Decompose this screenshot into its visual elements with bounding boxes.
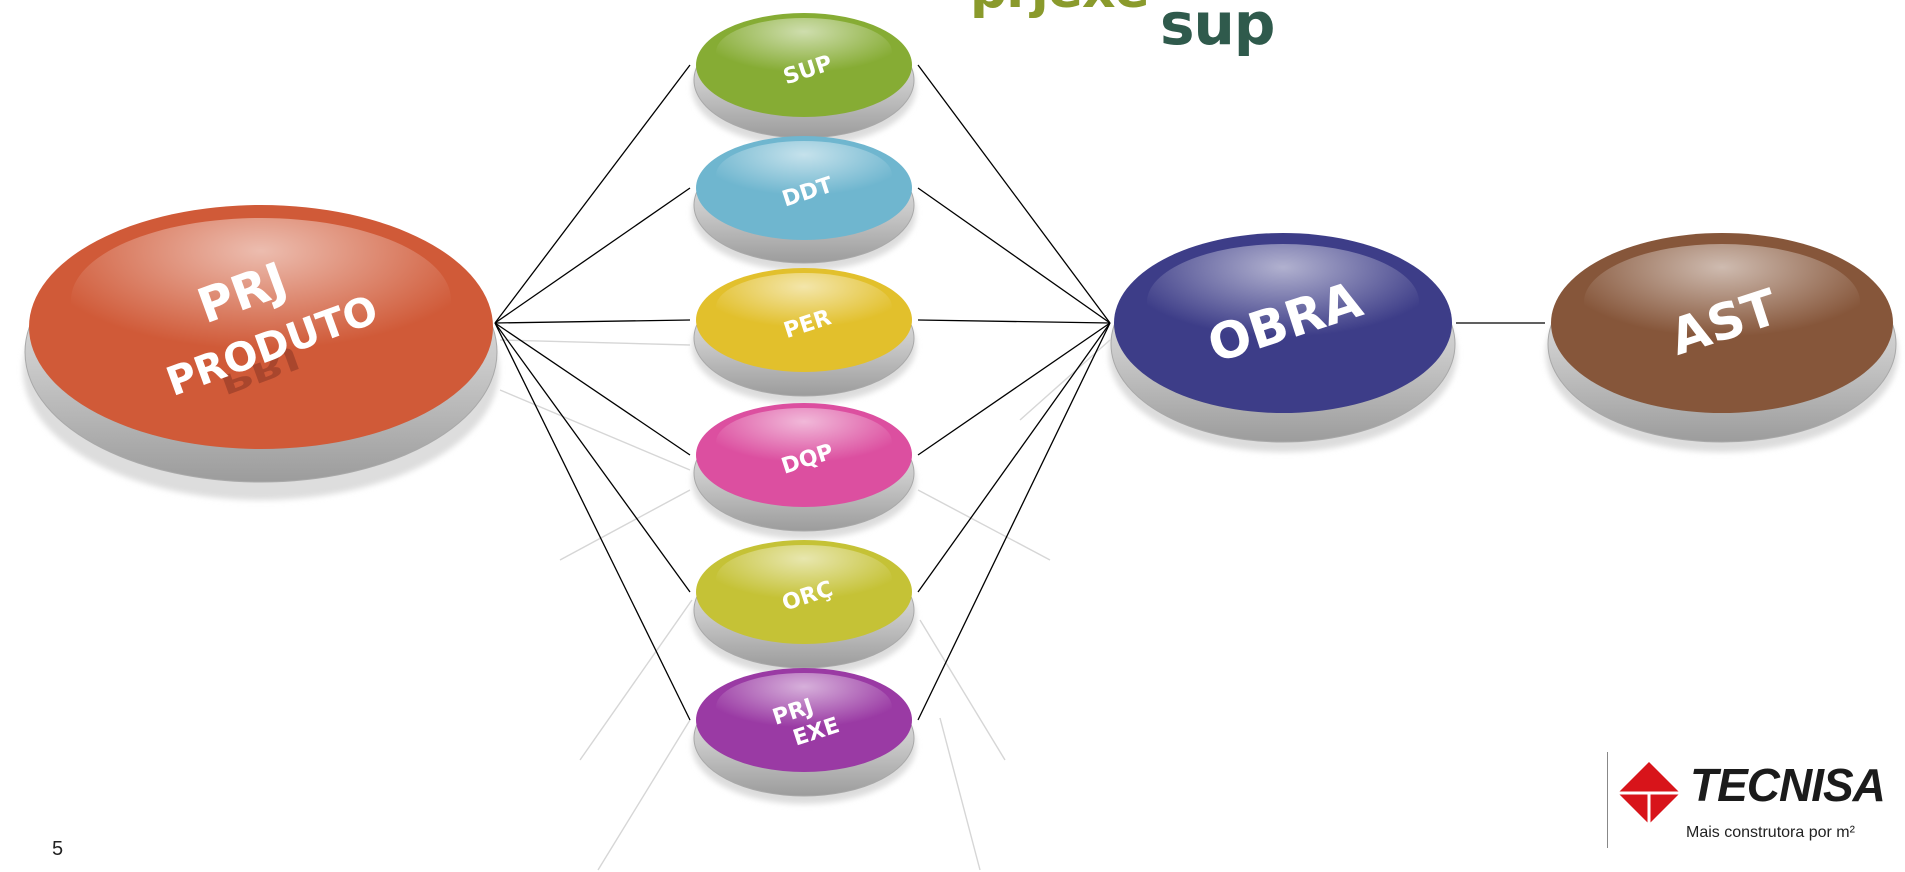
connector-prj-per: [494, 319, 691, 324]
page-number: 5: [52, 838, 64, 860]
tecnisa-diamond-icon: [1618, 762, 1680, 824]
node-prj-exe: PRJ EXE: [692, 668, 916, 804]
connector-ddt-obra: [917, 187, 1111, 324]
node-obra: OBRA: [1109, 233, 1457, 452]
node-per: PER: [692, 268, 916, 404]
header-text-sup: sup: [1160, 0, 1275, 58]
connector-per-obra: [917, 319, 1111, 324]
node-ddt: DDT: [692, 136, 916, 271]
node-orc: ORÇ: [692, 540, 916, 676]
connector-orc-obra: [917, 322, 1111, 593]
connector-sup-obra: [917, 64, 1111, 324]
connector-prj-sup: [494, 64, 691, 324]
connector-lines: [494, 64, 1545, 721]
logo-tagline: Mais construtora por m²: [1686, 824, 1855, 841]
node-sup: SUP: [692, 13, 916, 146]
node-ast: AST: [1546, 233, 1898, 452]
tecnisa-logo: TECNISA Mais construtora por m²: [1607, 752, 1898, 848]
header-text-prjexe: prjexe: [970, 0, 1150, 20]
connector-dqp-obra: [917, 322, 1111, 456]
node-dqp: DQP: [692, 403, 916, 539]
connector-prj-dqp: [494, 322, 691, 456]
connector-prj-exe: [494, 322, 691, 721]
connector-exe-obra: [917, 322, 1111, 721]
node-prj-produto: PRJ PRJ PRODUTO: [23, 205, 499, 500]
connector-prj-ddt: [494, 187, 691, 324]
logo-name: TECNISA: [1690, 759, 1886, 811]
connector-prj-orc: [494, 322, 691, 593]
reflection-lines: [499, 339, 1111, 871]
